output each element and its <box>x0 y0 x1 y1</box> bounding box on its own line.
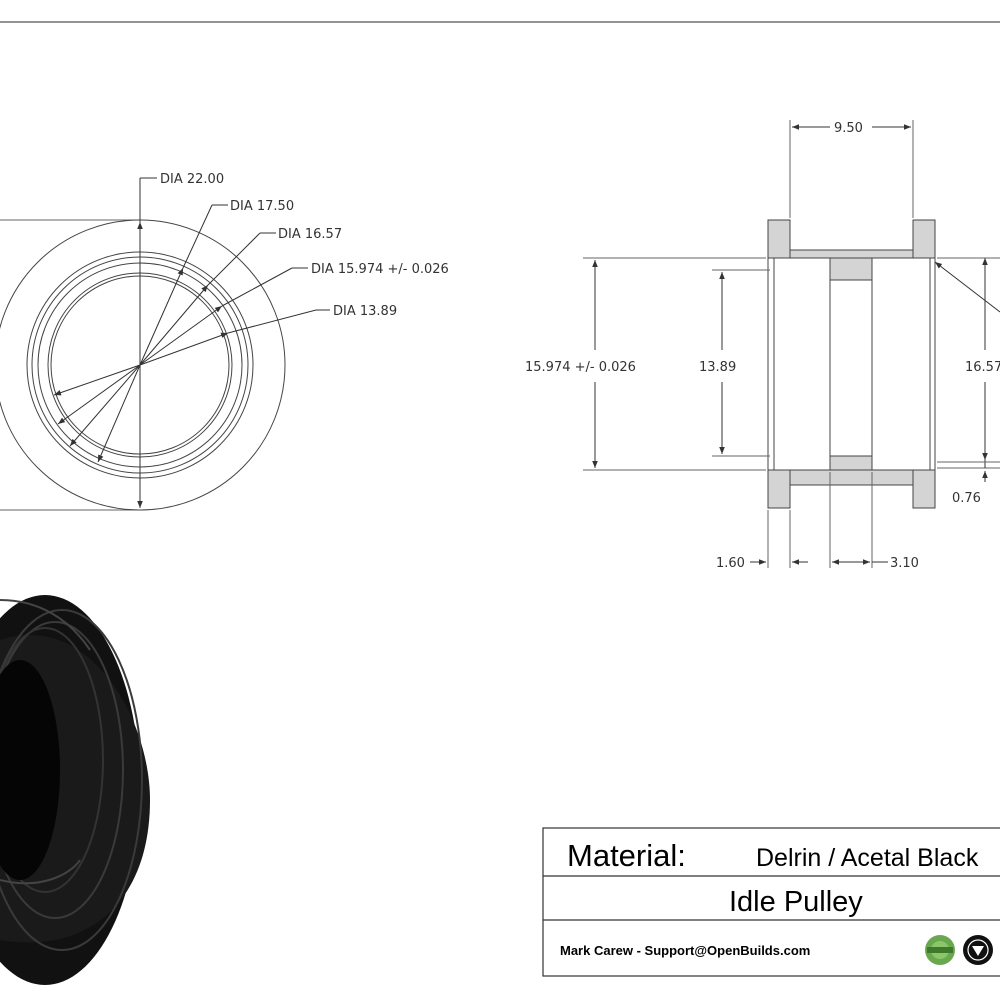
side-view <box>767 219 936 509</box>
author-contact: Mark Carew - Support@OpenBuilds.com <box>560 943 810 958</box>
dia-17-50-leader <box>97 204 228 463</box>
section-bottom-right-flange <box>912 469 936 509</box>
seal-logo-icon <box>963 935 993 965</box>
section-top-hub <box>789 249 914 259</box>
front-view <box>0 177 330 511</box>
dim-13-89: 13.89 <box>699 360 736 375</box>
dim-9-50: 9.50 <box>834 121 863 136</box>
dia-22-label: DIA 22.00 <box>160 172 224 187</box>
side-view-dimensions <box>583 120 1000 568</box>
section-top-right-flange <box>912 219 936 259</box>
dia-16-57-label: DIA 16.57 <box>278 227 342 242</box>
dim-3-10: 3.10 <box>890 556 919 571</box>
dia-15-974-leader <box>57 267 308 425</box>
section-top-left-flange <box>767 219 791 259</box>
section-bottom-center <box>829 455 873 471</box>
material-label: Material: <box>567 838 686 873</box>
dim-0-76: 0.76 <box>952 491 981 506</box>
dia-17-50-label: DIA 17.50 <box>230 199 294 214</box>
dim-16-57: 16.57 <box>965 360 1000 375</box>
section-bottom-left-flange <box>767 469 791 509</box>
dim-1-60: 1.60 <box>716 556 745 571</box>
dia-13-89-label: DIA 13.89 <box>333 304 397 319</box>
title-block <box>542 827 1000 977</box>
dia-16-57-leader <box>69 232 276 447</box>
dim-15-974: 15.974 +/- 0.026 <box>525 360 636 375</box>
isometric-pulley-render <box>0 595 150 985</box>
section-top-center <box>829 257 873 281</box>
openbuilds-logo-icon <box>925 935 955 965</box>
part-name: Idle Pulley <box>729 886 863 918</box>
dia-15-974-label: DIA 15.974 +/- 0.026 <box>311 262 449 277</box>
section-bottom-hub <box>789 469 914 486</box>
dia-13-89-leader <box>53 309 330 396</box>
material-value: Delrin / Acetal Black <box>756 844 979 872</box>
